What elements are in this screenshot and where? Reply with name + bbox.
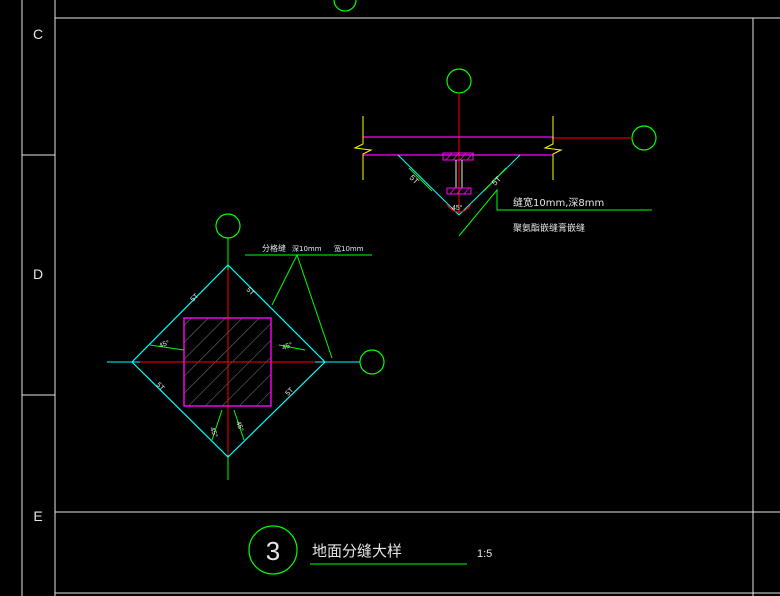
note-suffix: 宽10mm: [334, 244, 364, 253]
angle-label-right: 45°: [281, 341, 294, 352]
note-line-2: 聚氨酯嵌缝膏嵌缝: [513, 222, 585, 234]
axis-bubble-right: [631, 125, 657, 151]
note-line-1: 缝宽10mm,深8mm: [513, 196, 604, 209]
angle-arc: [458, 203, 472, 213]
dim-line-left: [408, 167, 433, 192]
drawing-frame: [21, 0, 780, 596]
axis-bubble-right: [359, 349, 385, 375]
detail-number: 3: [266, 536, 280, 566]
angle-label-left: 45°: [158, 339, 171, 350]
angle-arc: [446, 203, 460, 213]
angle-label: 45°: [452, 204, 463, 212]
axis-bubble-top: [215, 213, 241, 239]
row-label-e: E: [33, 508, 43, 524]
leader-line: [271, 253, 333, 359]
detail-title: 地面分缝大样: [312, 542, 402, 560]
angle-label-bottom-right: 45°: [234, 420, 245, 433]
break-line-right: [543, 116, 563, 180]
joint-strip-upper: [442, 152, 474, 161]
detail-title-block: 3 地面分缝大样 1:5: [248, 525, 492, 575]
note-mid: 深10mm: [292, 244, 322, 253]
dim-label: 5T: [284, 386, 295, 397]
isolation-joint-diamond: [131, 264, 326, 458]
top-section-detail: 5T 5T 45° 缝宽10mm,深8mm 聚氨酯嵌缝膏嵌缝: [353, 68, 657, 237]
dim-label-right: 5T: [490, 174, 503, 187]
joint-strip-lower: [446, 187, 472, 195]
dim-label: 5T: [245, 286, 256, 297]
dim-line-right: [483, 167, 507, 192]
haunch-left: [397, 154, 460, 216]
axis-bubble-top: [446, 68, 472, 94]
row-label-d: D: [32, 266, 44, 282]
detail-scale: 1:5: [477, 548, 492, 560]
left-plan-detail: 5T 5T 5T 5T 45° 45° 45° 45° 分格缝 深10mm 宽1…: [107, 213, 385, 480]
axis-bubble-partial: [333, 0, 357, 12]
detail-number-bubble: [248, 525, 298, 575]
note-prefix: 分格缝: [262, 243, 286, 253]
dim-label: 5T: [155, 381, 166, 392]
dim-label: 5T: [189, 292, 200, 303]
row-label-c: C: [32, 26, 44, 42]
angle-label-bottom-left: 45°: [208, 426, 219, 439]
break-line-left: [353, 116, 373, 180]
leader-line: [458, 188, 652, 237]
